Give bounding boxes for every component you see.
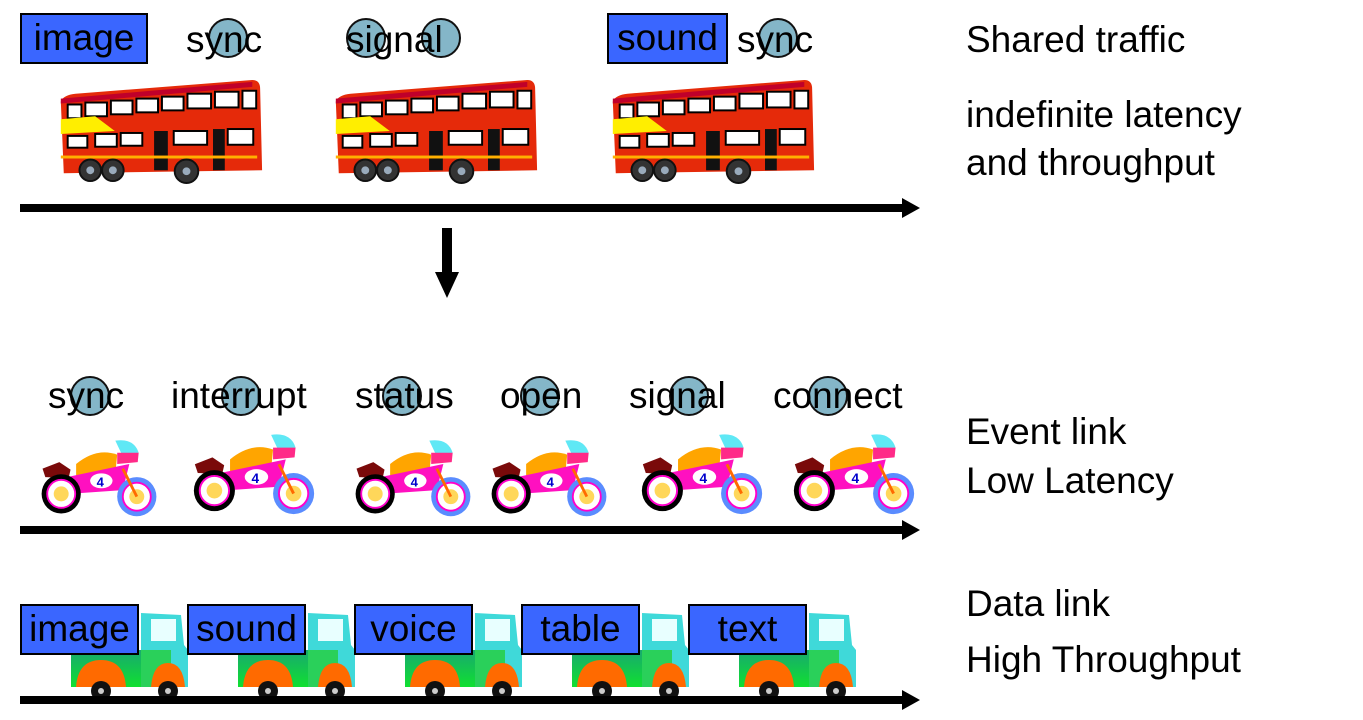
event-desc: Low Latency	[966, 460, 1174, 501]
bus-icon	[330, 77, 538, 185]
data-packet-image: image	[20, 604, 139, 655]
data-packet-table: table	[521, 604, 640, 655]
bus-icon	[607, 77, 815, 185]
shared-road-line	[20, 204, 905, 212]
event-marker	[758, 18, 798, 58]
event-marker	[808, 376, 848, 416]
data-packet-voice: voice	[354, 604, 473, 655]
event-label-signal: signal	[629, 375, 726, 416]
event-label-signal: signal	[346, 19, 443, 60]
data-title: Data link	[966, 583, 1110, 624]
motorcycle-icon	[188, 430, 320, 518]
event-label-status: status	[355, 375, 454, 416]
data-packet-text: text	[688, 604, 807, 655]
event-label-sync: sync	[48, 375, 125, 416]
event-marker	[221, 376, 261, 416]
shared-title: Shared traffic	[966, 19, 1186, 60]
event-road-line	[20, 526, 905, 534]
motorcycle-icon	[38, 436, 160, 520]
motorcycle-icon	[788, 430, 920, 518]
arrowhead-icon	[902, 198, 920, 218]
event-marker	[208, 18, 248, 58]
arrowhead-icon	[902, 690, 920, 710]
event-marker	[382, 376, 422, 416]
event-marker	[346, 18, 386, 58]
event-label-sync: sync	[737, 19, 814, 60]
motorcycle-icon	[488, 436, 610, 520]
shared-desc-1: indefinite latency	[966, 94, 1242, 135]
event-marker	[669, 376, 709, 416]
motorcycle-icon	[636, 430, 768, 518]
data-packet-sound: sound	[187, 604, 306, 655]
event-marker	[520, 376, 560, 416]
down-arrow-icon	[442, 228, 452, 273]
bus-icon	[55, 77, 263, 185]
event-title: Event link	[966, 411, 1127, 452]
data-desc: High Throughput	[966, 639, 1241, 680]
arrowhead-icon	[902, 520, 920, 540]
event-label-open: open	[500, 375, 583, 416]
event-label-interrupt: interrupt	[171, 375, 307, 416]
motorcycle-icon	[352, 436, 474, 520]
event-marker	[70, 376, 110, 416]
event-marker	[421, 18, 461, 58]
data-packet-sound: sound	[607, 13, 728, 64]
down-arrowhead-icon	[435, 272, 459, 298]
shared-desc-2: and throughput	[966, 142, 1215, 183]
data-road-line	[20, 696, 905, 704]
event-label-connect: connect	[773, 375, 903, 416]
data-packet-image: image	[20, 13, 148, 64]
event-label-sync: sync	[186, 19, 263, 60]
